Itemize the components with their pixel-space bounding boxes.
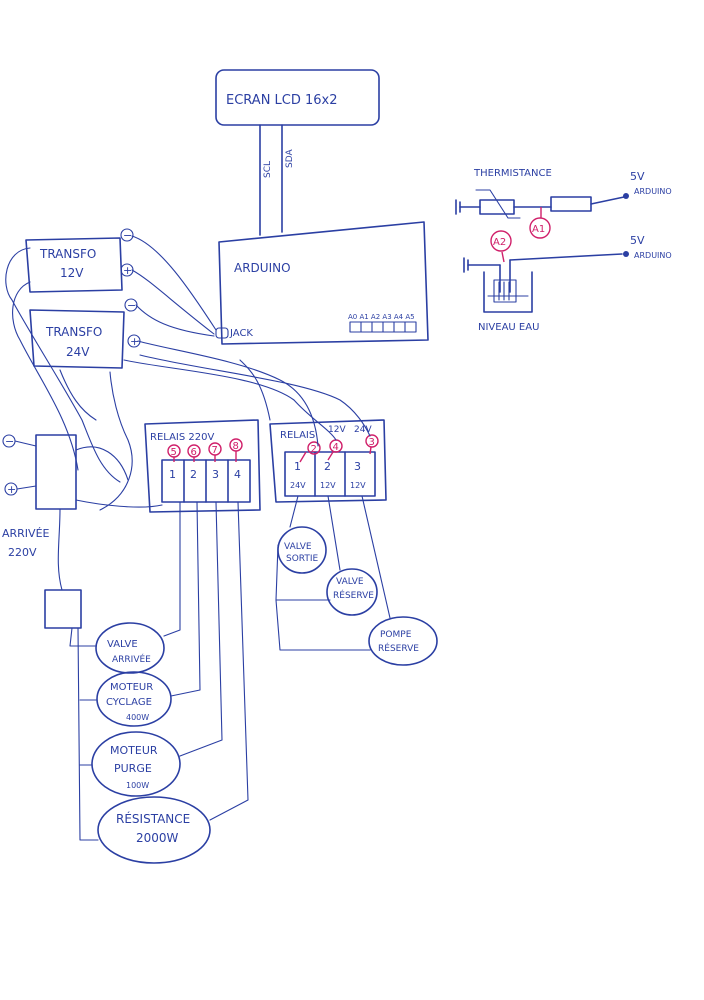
- v5-top: 5V: [630, 170, 645, 183]
- arrivee-plus: +: [7, 483, 16, 496]
- transfo24-line1: TRANSFO: [45, 325, 102, 339]
- relais12-v2: 12V: [320, 481, 336, 490]
- pompe-reserve-l1: POMPE: [380, 630, 412, 640]
- relais12-v3: 12V: [350, 481, 366, 490]
- sensor-thermistance: THERMISTANCE 5V ARDUINO A1: [455, 168, 672, 239]
- relais12-ch2: 2: [324, 460, 331, 473]
- transfo12-plus: +: [123, 264, 132, 277]
- transfo24-line2: 24V: [66, 345, 90, 359]
- moteur-cyclage-l3: 400W: [126, 713, 149, 722]
- niveau-label: NIVEAU EAU: [478, 322, 539, 333]
- load-valve-arrivee: VALVE ARRIVÉE: [95, 622, 165, 674]
- relais12-ch3: 3: [354, 460, 361, 473]
- a1-label: A1: [532, 224, 545, 235]
- sensor-niveau-eau: 5V ARDUINO NIVEAU EAU A2: [463, 230, 672, 333]
- wires: [5, 235, 391, 841]
- load-moteur-purge: MOTEUR PURGE 100W: [91, 731, 181, 797]
- transfo12-minus: −: [123, 229, 132, 242]
- valve-reserve-l1: VALVE: [336, 577, 364, 587]
- transfo12-line2: 12V: [60, 266, 84, 280]
- arrivee-minus: −: [5, 435, 14, 448]
- transfo-12v: TRANSFO 12V − +: [25, 228, 134, 293]
- analog-pins-label: A0 A1 A2 A3 A4 A5: [348, 313, 415, 321]
- arduino-bottom: ARDUINO: [634, 251, 672, 260]
- pompe-reserve-l2: RÉSERVE: [378, 642, 419, 654]
- thermistance-label: THERMISTANCE: [473, 168, 552, 179]
- relais220-ch3: 3: [212, 468, 219, 481]
- valve-sortie-l1: VALVE: [284, 542, 312, 552]
- valve-reserve-l2: RÉSERVE: [333, 589, 374, 601]
- relais220-ch4: 4: [234, 468, 241, 481]
- transfo-24v: TRANSFO 24V − +: [29, 298, 141, 369]
- jack-label: JACK: [229, 328, 253, 339]
- valve-arrivee-l2: ARRIVÉE: [112, 653, 151, 665]
- load-valve-sortie: VALVE SORTIE: [277, 526, 327, 574]
- relais220-ch1: 1: [169, 468, 176, 481]
- relais12-ch1: 1: [294, 460, 301, 473]
- moteur-purge-l2: PURGE: [114, 762, 152, 775]
- relais12-pin-4: 4: [333, 442, 339, 453]
- arrivee-220v: − + ARRIVÉE 220V: [2, 434, 82, 629]
- moteur-purge-l1: MOTEUR: [110, 744, 158, 757]
- relais220-ch2: 2: [190, 468, 197, 481]
- load-valve-reserve: VALVE RÉSERVE: [326, 568, 378, 616]
- moteur-cyclage-l2: CYCLAGE: [106, 697, 152, 708]
- relais220-pin-5: 5: [171, 447, 177, 458]
- arduino-board: ARDUINO JACK A0 A1 A2 A3 A4 A5: [215, 221, 429, 345]
- lcd-screen: ECRAN LCD 16x2 SCL SDA: [215, 69, 380, 236]
- relais220-title: RELAIS 220V: [150, 432, 214, 443]
- relais12-header-12v: 12V: [328, 425, 346, 435]
- relais12-pin-2: 2: [311, 444, 317, 455]
- relais12-title: RELAIS: [280, 430, 315, 441]
- relais220-pin-7: 7: [212, 445, 218, 456]
- relais12-header-24v: 24V: [354, 425, 372, 435]
- resistance-l1: RÉSISTANCE: [116, 811, 190, 826]
- moteur-purge-l3: 100W: [126, 781, 149, 790]
- valve-sortie-l2: SORTIE: [286, 554, 319, 564]
- v5-bottom: 5V: [630, 234, 645, 247]
- transfo24-plus: +: [130, 335, 139, 348]
- arduino-top: ARDUINO: [634, 187, 672, 196]
- relais-12v-24v: RELAIS 12V 24V 1 2 3 24V 12V 12V 2 4 3: [269, 419, 387, 503]
- relais220-pin-8: 8: [233, 441, 239, 452]
- a2-label: A2: [493, 237, 506, 248]
- resistance-l2: 2000W: [136, 831, 179, 845]
- scl-label: SCL: [263, 161, 273, 178]
- relais12-pin-3: 3: [369, 437, 375, 448]
- moteur-cyclage-l1: MOTEUR: [110, 682, 153, 693]
- lcd-label: ECRAN LCD 16x2: [226, 93, 338, 108]
- arduino-label: ARDUINO: [234, 261, 291, 275]
- load-pompe-reserve: POMPE RÉSERVE: [368, 616, 438, 666]
- load-resistance: RÉSISTANCE 2000W: [97, 796, 211, 864]
- sda-label: SDA: [285, 149, 295, 168]
- transfo24-minus: −: [127, 299, 136, 312]
- arrivee-line2: 220V: [8, 546, 37, 559]
- relais-220v: RELAIS 220V 1 2 3 4 5 6 7 8: [144, 419, 261, 513]
- valve-arrivee-l1: VALVE: [107, 639, 138, 650]
- transfo12-line1: TRANSFO: [39, 247, 96, 261]
- relais220-pin-6: 6: [191, 447, 197, 458]
- relais12-v1: 24V: [290, 481, 306, 490]
- arrivee-line1: ARRIVÉE: [2, 527, 50, 540]
- load-moteur-cyclage: MOTEUR CYCLAGE 400W: [96, 671, 172, 727]
